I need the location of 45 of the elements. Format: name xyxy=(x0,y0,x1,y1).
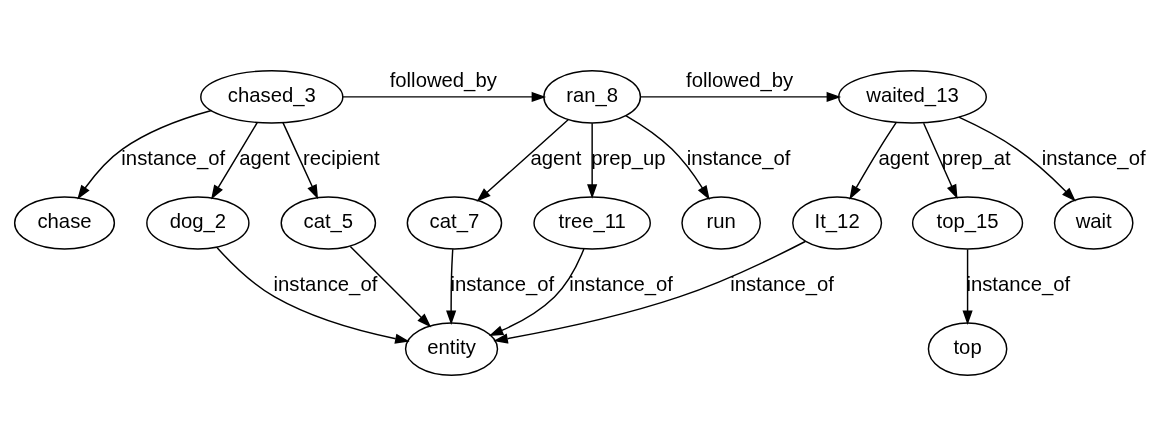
arrow xyxy=(282,121,319,200)
arrow xyxy=(922,122,958,200)
arrow xyxy=(446,248,457,326)
node-ellipse: entity xyxy=(404,322,499,376)
edge-label: instance_of xyxy=(730,273,834,296)
node-ellipse: top xyxy=(927,322,1008,376)
edge-label: instance_of xyxy=(273,273,378,296)
edge-label: instance_of xyxy=(450,273,555,296)
node-ellipse: wait xyxy=(1053,196,1134,250)
edge-label: recipient xyxy=(303,147,380,170)
node-ellipse: dog_2 xyxy=(146,196,250,250)
edge-label: instance_of xyxy=(1041,147,1146,170)
node-ellipse: tree_11 xyxy=(533,196,651,250)
edge-label: instance_of xyxy=(569,273,674,296)
edge-label: instance_of xyxy=(121,147,226,170)
edge-label: agent xyxy=(530,147,582,170)
arrow xyxy=(349,245,432,328)
arrow xyxy=(77,109,213,200)
node-ellipse: It_12 xyxy=(792,196,883,250)
arrow xyxy=(587,122,598,199)
arrow xyxy=(216,247,410,344)
arrow xyxy=(849,121,897,200)
edge-label: agent xyxy=(239,147,290,170)
edge-label: agent xyxy=(878,147,930,170)
edge-label: prep_at xyxy=(941,147,1011,170)
arrow xyxy=(488,248,585,336)
arrow xyxy=(341,91,547,102)
node-ellipse: chase xyxy=(13,196,116,250)
arrow xyxy=(962,248,973,325)
edge-label: instance_of xyxy=(966,273,1071,296)
node-ellipse: cat_5 xyxy=(280,196,377,250)
node-ellipse: ran_8 xyxy=(543,70,642,124)
arrow xyxy=(640,91,842,102)
node-ellipse: cat_7 xyxy=(406,196,503,250)
arrow xyxy=(476,119,569,202)
arrow xyxy=(211,121,258,200)
arrow xyxy=(493,240,806,344)
edge-label: instance_of xyxy=(686,147,791,170)
edge-label: followed_by xyxy=(686,69,794,92)
arrow xyxy=(958,116,1076,202)
node-ellipse: top_15 xyxy=(911,196,1024,250)
node-ellipse: waited_13 xyxy=(838,70,987,124)
edge-label: followed_by xyxy=(389,69,497,92)
node-ellipse: run xyxy=(681,196,761,250)
node-ellipse: chased_3 xyxy=(200,70,344,124)
